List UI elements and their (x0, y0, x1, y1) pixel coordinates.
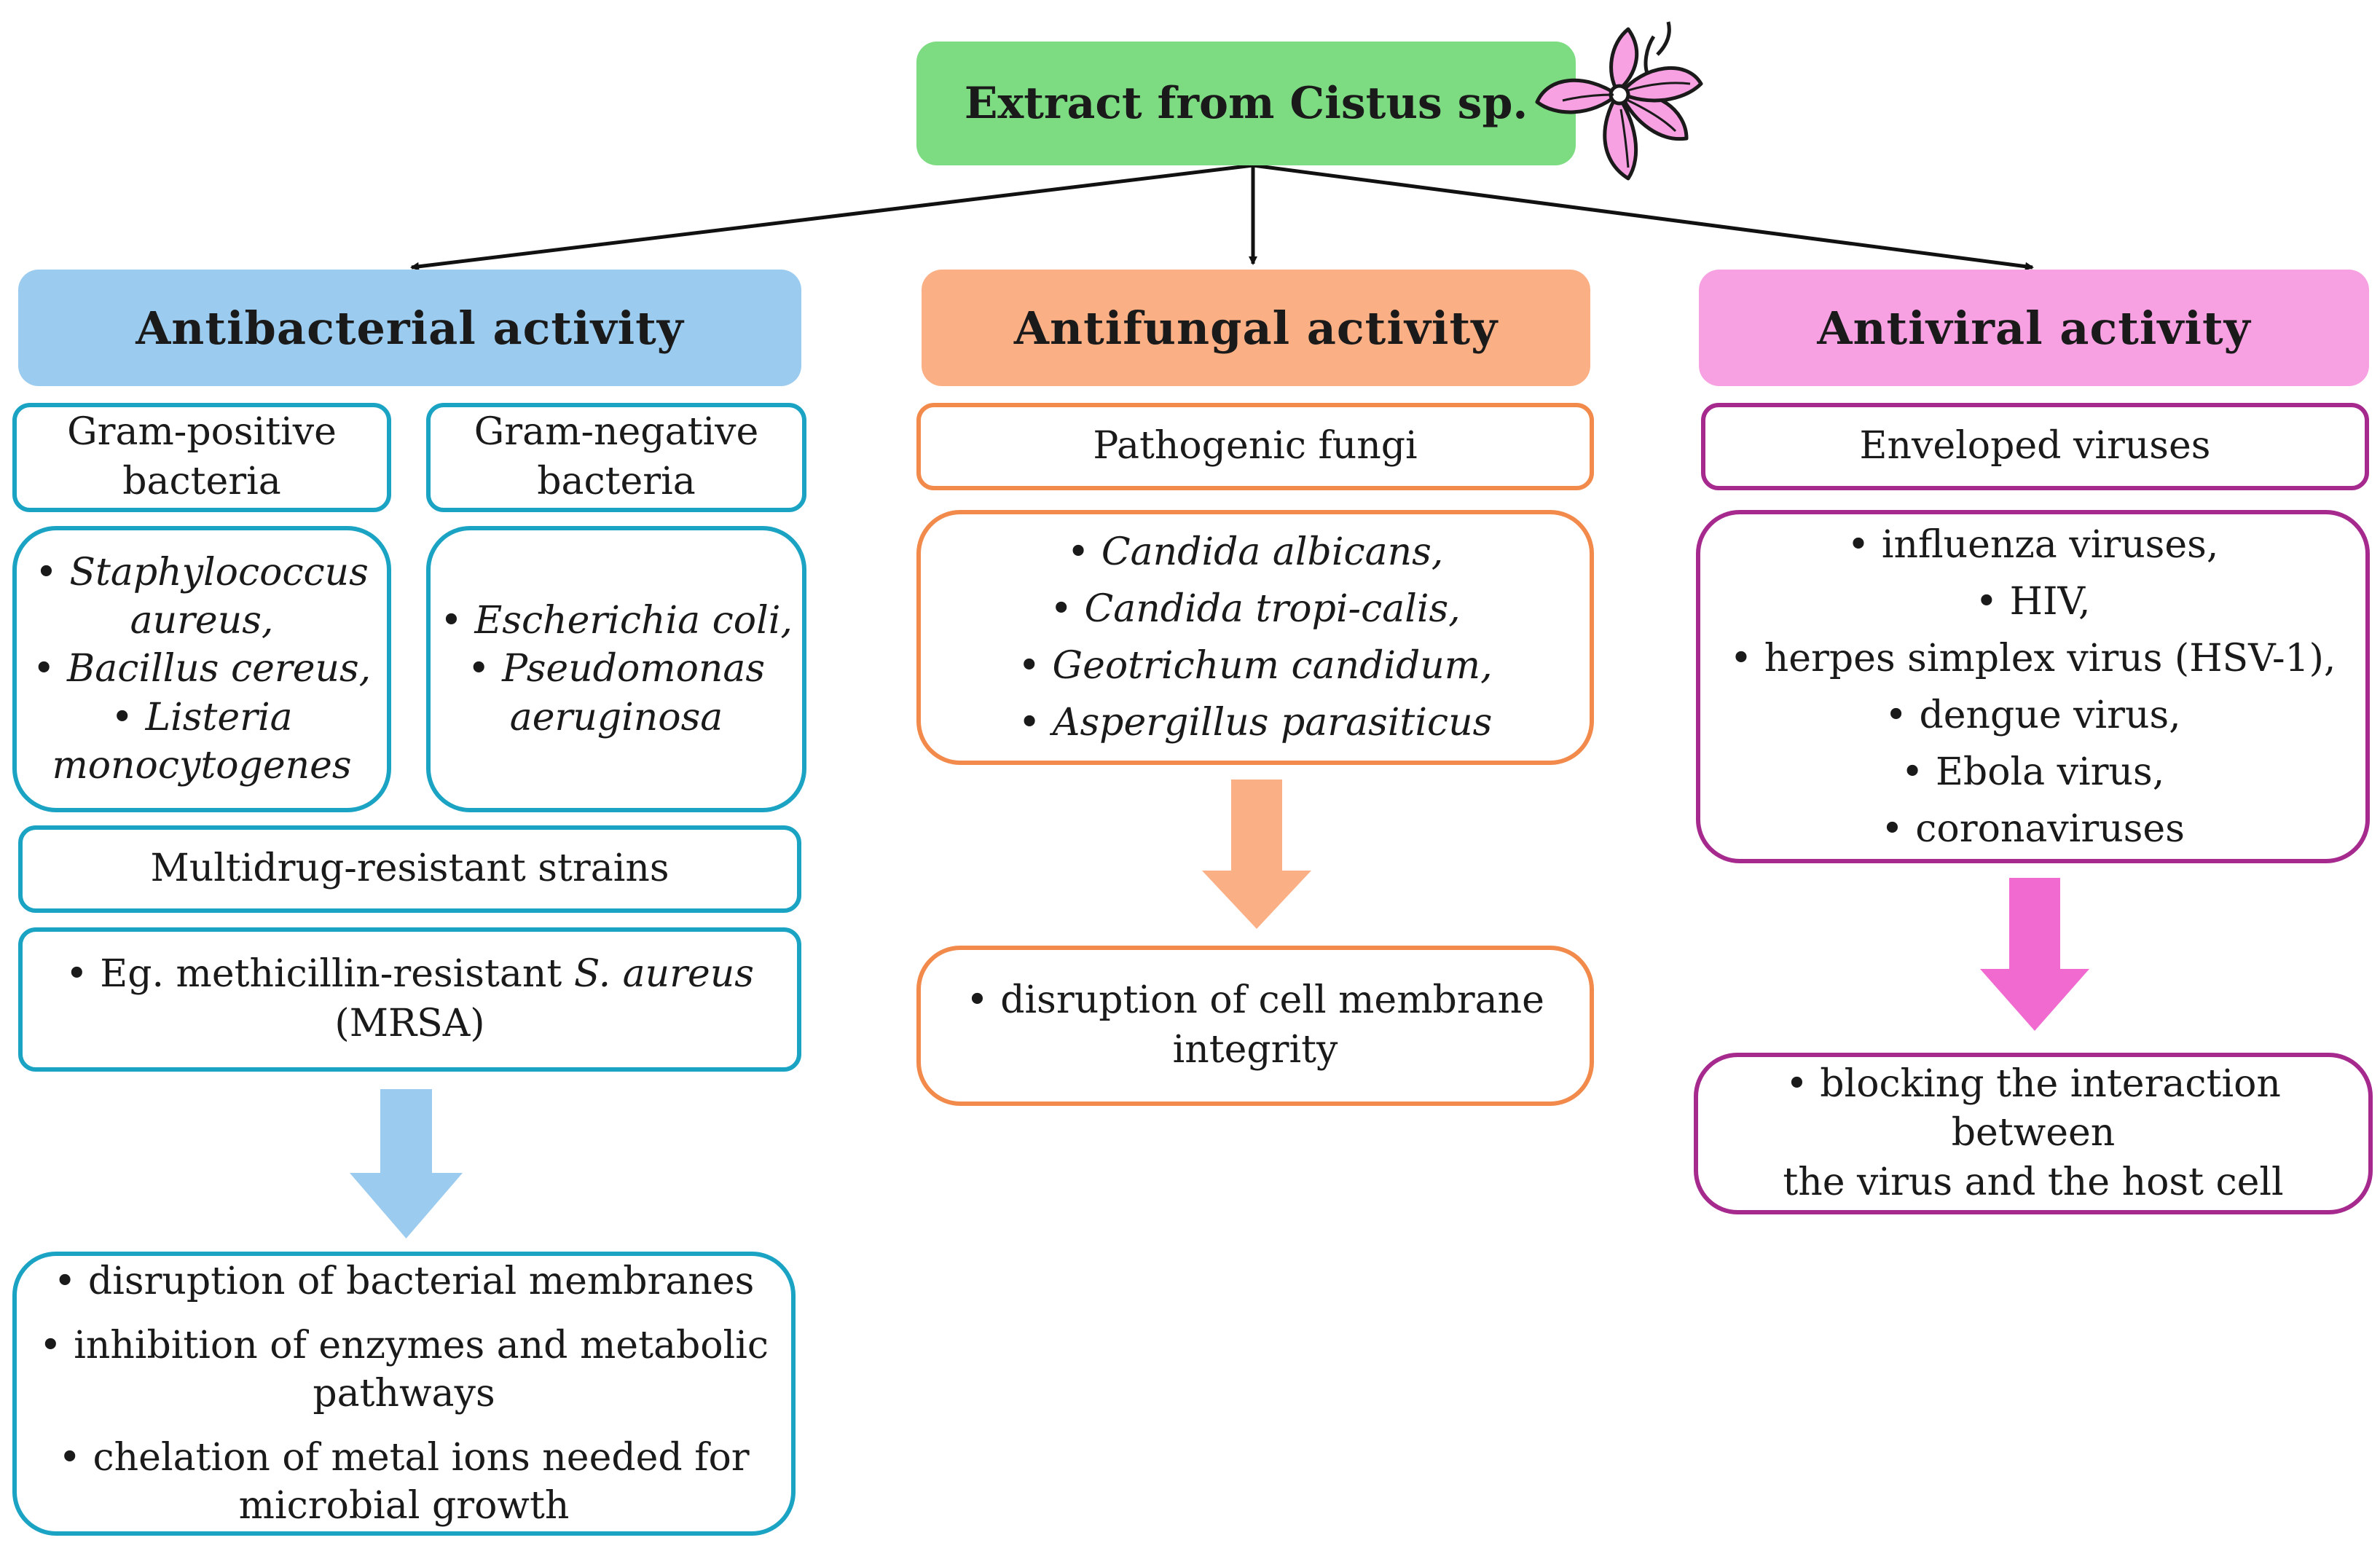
mechanism-item: • disruption of bacterial membranes (53, 1259, 755, 1303)
gram-positive-label-line1: Gram-positive (67, 410, 337, 455)
diagram-title: Extract from Cistus sp. (964, 78, 1528, 129)
mechanism-item: • chelation of metal ions needed for (58, 1436, 750, 1480)
species-item: • Bacillus cereus, (32, 647, 372, 691)
antiviral-mechanism-box: • blocking the interaction between the v… (1694, 1053, 2373, 1214)
species-item: • Geotrichum candidum, (1018, 644, 1493, 688)
species-item: • Candida albicans, (1067, 530, 1444, 574)
virus-item: • dengue virus, (1885, 693, 2181, 737)
pathogenic-fungi-box: Pathogenic fungi (916, 403, 1594, 490)
mechanism-item: pathways (313, 1371, 495, 1415)
species-item: • Pseudomonas (467, 647, 766, 691)
virus-item: • influenza viruses, (1847, 522, 2219, 567)
gram-negative-label-line2: bacteria (537, 460, 696, 503)
antifungal-mechanism-box: • disruption of cell membrane integrity (916, 946, 1594, 1106)
enveloped-viruses-label: Enveloped viruses (1859, 424, 2211, 468)
connector-arrows (410, 163, 2034, 271)
enveloped-viruses-box: Enveloped viruses (1701, 403, 2369, 490)
antifungal-title: Antifungal activity (1013, 301, 1499, 355)
virus-item: • HIV, (1975, 579, 2091, 624)
title-box: Extract from Cistus sp. (916, 42, 1576, 165)
arrow-to-antiviral (1252, 163, 2034, 271)
antiviral-down-arrow (1980, 878, 2089, 1031)
antiviral-title: Antiviral activity (1817, 301, 2251, 355)
mdr-example-suffix: (MRSA) (334, 1002, 485, 1045)
antiviral-mechanism-line1: • blocking the interaction between (1786, 1061, 2281, 1155)
species-item: • Candida tropi-calis, (1050, 587, 1461, 631)
mechanism-item: • inhibition of enzymes and metabolic (39, 1323, 769, 1367)
species-item: • Aspergillus parasiticus (1018, 701, 1493, 745)
mechanism-item: microbial growth (238, 1484, 570, 1528)
arrow-to-antibacterial (410, 163, 1254, 271)
mdr-example-box: • Eg. methicillin-resistant S. aureus (M… (18, 927, 801, 1072)
mdr-label: Multidrug-resistant strains (150, 847, 669, 891)
antifungal-down-arrow (1202, 780, 1311, 929)
gram-positive-species-box: • Staphylococcus aureus, • Bacillus cere… (12, 526, 391, 812)
flower-icon (1535, 21, 1703, 181)
antiviral-header: Antiviral activity (1699, 270, 2369, 386)
species-item: monocytogenes (52, 743, 352, 788)
pathogenic-fungi-label: Pathogenic fungi (1093, 424, 1418, 468)
gram-negative-label-box: Gram-negative bacteria (426, 403, 806, 512)
gram-negative-label-line1: Gram-negative (474, 410, 759, 455)
mdr-example-prefix: • Eg. methicillin-resistant (66, 952, 574, 997)
antibacterial-mechanisms-box: • disruption of bacterial membranes • in… (12, 1252, 796, 1536)
antibacterial-title: Antibacterial activity (136, 301, 684, 355)
species-item: aeruginosa (509, 695, 723, 739)
virus-item: • coronaviruses (1881, 806, 2185, 851)
antifungal-mechanism-line1: • disruption of cell membrane (966, 978, 1544, 1023)
virus-item: • herpes simplex virus (HSV-1), (1729, 636, 2336, 680)
mdr-label-box: Multidrug-resistant strains (18, 825, 801, 913)
gram-positive-label-line2: bacteria (122, 460, 281, 503)
species-item: • Escherichia coli, (440, 599, 793, 643)
antifungal-header: Antifungal activity (922, 270, 1590, 386)
antiviral-mechanism-line2: the virus and the host cell (1783, 1160, 2284, 1204)
virus-item: • Ebola virus, (1901, 750, 2165, 794)
species-item: • Listeria (111, 695, 293, 739)
mdr-example-line1: • Eg. methicillin-resistant S. aureus (66, 950, 754, 1000)
mdr-example-italic: S. aureus (573, 952, 754, 997)
species-item: • Staphylococcus (35, 551, 369, 595)
gram-negative-species-box: • Escherichia coli, • Pseudomonas aerugi… (426, 526, 806, 812)
antifungal-mechanism-line2: integrity (1172, 1028, 1338, 1072)
virus-list-box: • influenza viruses, • HIV, • herpes sim… (1696, 510, 2370, 863)
fungi-species-box: • Candida albicans, • Candida tropi-cali… (916, 510, 1594, 765)
antibacterial-down-arrow (350, 1089, 463, 1238)
species-item: aureus, (130, 599, 274, 643)
antibacterial-header: Antibacterial activity (18, 270, 801, 386)
gram-positive-label-box: Gram-positive bacteria (12, 403, 391, 512)
